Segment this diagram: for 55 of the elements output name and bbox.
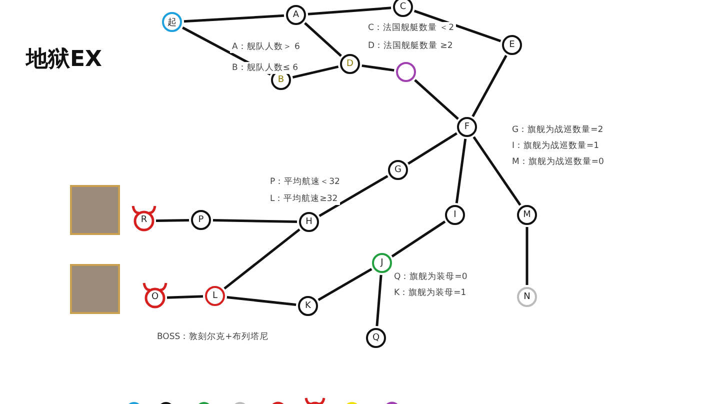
map-node: F bbox=[457, 117, 477, 137]
map-node: K bbox=[298, 296, 318, 316]
condition-note: D：法国舰艇数量 ≥2 bbox=[366, 40, 455, 52]
map-node: H bbox=[299, 212, 319, 232]
path-line bbox=[408, 132, 458, 165]
condition-note: I：旗舰为战巡数量=1 bbox=[510, 140, 602, 152]
path-line bbox=[318, 174, 388, 218]
condition-note: C：法国舰艇数量 ＜2 bbox=[366, 22, 456, 34]
node-letter: O bbox=[151, 292, 159, 302]
path-line bbox=[526, 227, 528, 285]
path-line bbox=[391, 220, 446, 258]
condition-note: L：平均航速≥32 bbox=[268, 193, 340, 205]
path-line bbox=[304, 22, 342, 57]
path-line bbox=[414, 10, 502, 42]
path-line bbox=[212, 218, 298, 224]
path-line bbox=[362, 64, 394, 72]
condition-note: A：舰队人数＞ 6 bbox=[230, 41, 302, 53]
map-node: D bbox=[340, 54, 360, 74]
map-node: P bbox=[191, 210, 211, 230]
map-node: E bbox=[502, 35, 522, 55]
map-node: M bbox=[517, 205, 537, 225]
path-line bbox=[156, 218, 190, 222]
condition-note: M：旗舰为战巡数量=0 bbox=[510, 156, 606, 168]
map-node: A bbox=[286, 5, 306, 25]
title: 地狱EX bbox=[26, 46, 102, 74]
condition-note: Q：旗舰为装母=0 bbox=[392, 271, 470, 283]
path-line bbox=[308, 6, 392, 16]
map-node: J bbox=[372, 253, 392, 273]
path-line bbox=[376, 274, 382, 326]
node-letter: R bbox=[140, 215, 148, 225]
path-line bbox=[455, 138, 467, 204]
path-line bbox=[318, 268, 372, 302]
map-node: I bbox=[445, 205, 465, 225]
map-node: C bbox=[393, 0, 413, 17]
path-line bbox=[472, 54, 508, 118]
condition-note: BOSS：敦刻尔克+布列塔尼 bbox=[155, 331, 270, 343]
horned-map-node bbox=[131, 204, 157, 232]
horned-map-node bbox=[142, 281, 168, 309]
condition-note: G：旗舰为战巡数量=2 bbox=[510, 124, 606, 136]
path-line bbox=[292, 66, 339, 78]
empty-map-node bbox=[396, 62, 416, 82]
map-node: 起 bbox=[162, 12, 182, 32]
path-line bbox=[184, 14, 284, 23]
map-node: G bbox=[388, 160, 408, 180]
map-node: Q bbox=[366, 328, 386, 348]
path-line bbox=[226, 296, 296, 306]
path-line bbox=[166, 295, 204, 299]
map-node: L bbox=[205, 286, 225, 306]
path-line bbox=[224, 228, 300, 290]
path-line bbox=[414, 79, 459, 120]
path-line bbox=[472, 136, 522, 206]
condition-note: B：舰队人数≤ 6 bbox=[230, 62, 300, 74]
map-node: N bbox=[517, 287, 537, 307]
condition-note: K：旗舰为装母=1 bbox=[392, 287, 468, 299]
condition-note: P：平均航速＜32 bbox=[268, 176, 342, 188]
